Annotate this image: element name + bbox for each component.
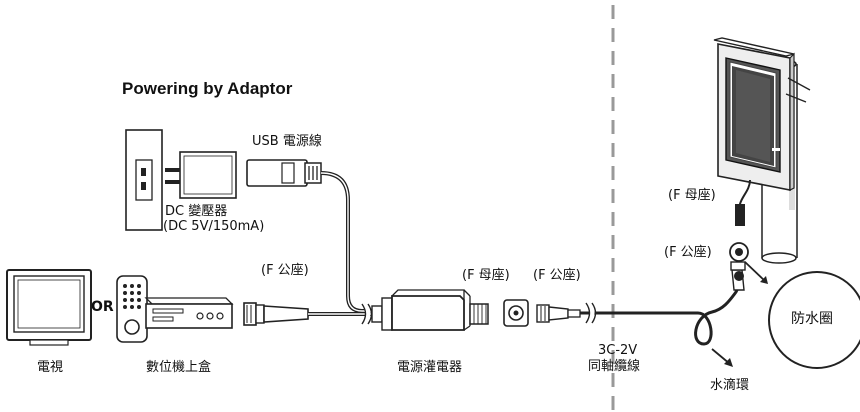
usb-plug-icon [246,159,322,187]
dc-adapter-icon [165,151,237,199]
drip-loop-label: 水滴環 [710,378,750,393]
tv-label: 電視 [37,360,64,375]
f-male-label-1: (F 公座) [261,263,309,278]
or-label: OR [91,299,114,315]
diagram-title: Powering by Adaptor [122,79,293,98]
power-injector-label: 電源灌電器 [397,360,463,375]
f-male-antenna-label: (F 公座) [664,245,712,260]
waterproof-ring-callout [768,271,860,369]
f-male-connector-2-icon [536,304,581,323]
waterproof-arrow [744,261,767,283]
coax-type-label: 3C-2V [598,343,638,358]
power-injector-icon [371,289,489,331]
tv-icon [6,269,92,346]
antenna-lead-connector [735,204,745,226]
wall-outlet-icon [125,129,163,231]
settop-box-icon [116,275,234,343]
antenna-f-connector-icon [729,242,749,291]
f-female-label-1: (F 母座) [462,268,510,283]
drip-loop-cable [694,287,740,346]
waterproof-ring-label: 防水圈 [791,311,833,327]
f-female-antenna-label: (F 母座) [668,188,716,203]
coax-cable-label: 同軸纜線 [588,359,641,374]
f-male-label-2: (F 公座) [533,268,581,283]
usb-cable-line [320,171,364,313]
antenna-panel-icon [713,37,811,191]
f-female-jack-icon [503,299,529,327]
adapter-spec-label: (DC 5V/150mA) [163,219,265,234]
settop-box-label: 數位機上盒 [146,360,212,375]
f-male-connector-icon [243,302,309,326]
usb-cable-label: USB 電源線 [252,134,322,149]
adapter-label: DC 變壓器 [165,204,228,219]
